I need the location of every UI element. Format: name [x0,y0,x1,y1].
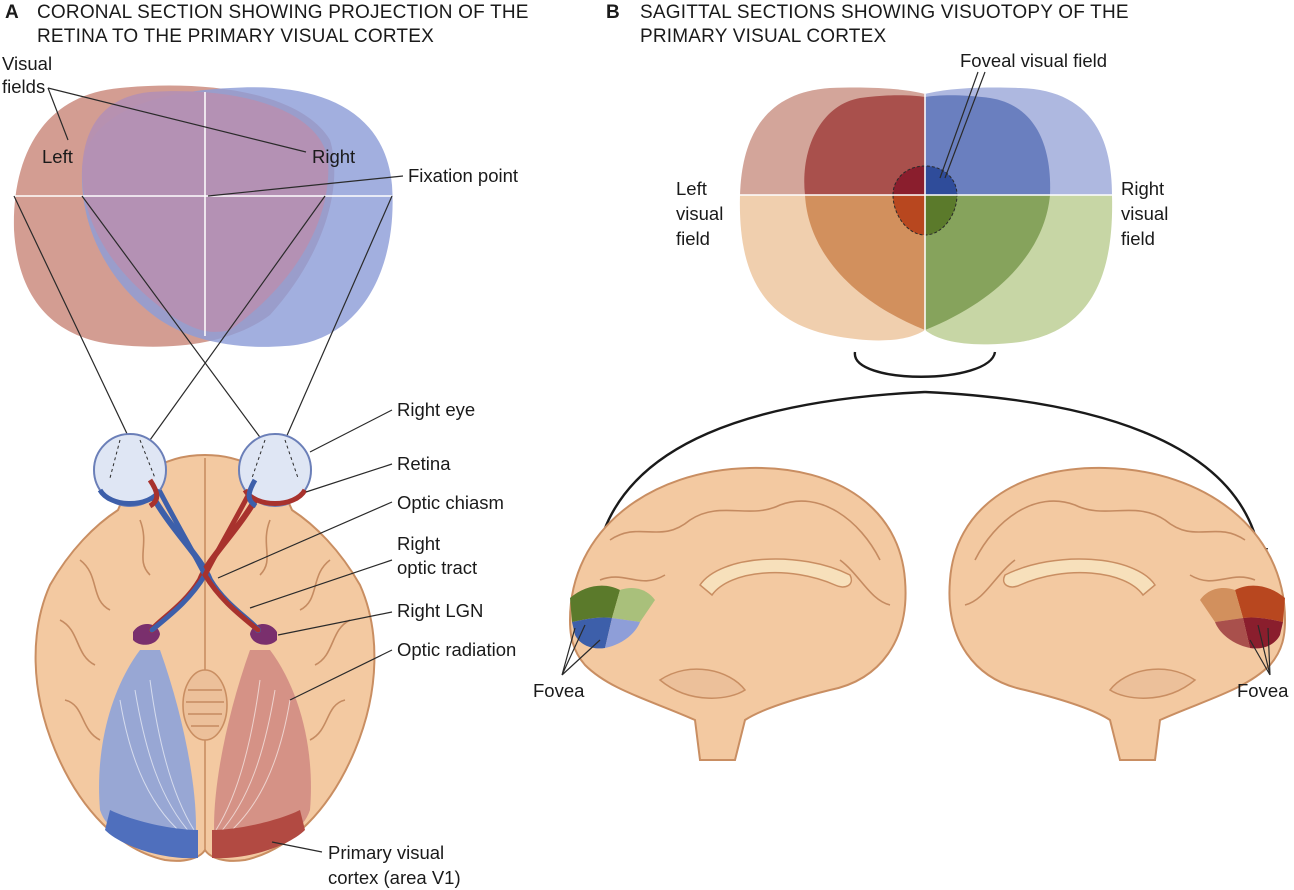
panel-a-leaders [217,409,393,853]
panel-b-letter: B [606,2,620,23]
corpus-callosum-right [1003,558,1156,597]
label-left-visual-field-line2: visual [676,203,723,224]
leader-foveal-visual-field [944,71,986,179]
sagittal-brain-left [568,466,907,761]
left-v1-shape [105,810,198,859]
label-right-eye: Right eye [397,399,475,420]
label-visual-fields-line1: Visual [2,53,52,74]
label-right-visual-field-line2: visual [1121,203,1168,224]
label-left-field: Left [42,146,73,167]
label-left-visual-field-line1: Left [676,178,707,199]
label-right-visual-field-line1: Right [1121,178,1164,199]
label-right-field: Right [312,146,355,167]
axial-brain [34,433,376,862]
label-visual-fields-line2: fields [2,76,45,97]
visuotopy-field-diagram [739,87,1113,345]
v1-left-blue [572,617,612,649]
panel-b-title-line1: SAGITTAL SECTIONS SHOWING VISUOTOPY OF T… [640,2,1129,23]
label-optic-chiasm: Optic chiasm [397,492,504,513]
leader-fixation-point [207,175,404,197]
left-lower-inner [805,195,925,330]
label-right-optic-tract-line1: Right [397,533,440,554]
v1-right-orange [1235,585,1285,622]
leader-visual-fields-left [47,87,69,141]
foveal-upper-left [893,166,925,195]
cerebellum-vermis [182,669,228,741]
projection-lines [13,195,393,441]
foveal-lower-right [925,195,957,235]
left-eye [93,433,167,509]
arrow-to-left-hemisphere [924,390,1262,556]
v1-left-lightblue [605,618,640,648]
panel-a-letter: A [5,2,19,23]
label-right-visual-field-line3: field [1121,228,1155,249]
v1-right-lightorange [1200,588,1243,622]
foveal-lower-left [893,195,925,235]
panel-b-title-line2: PRIMARY VISUAL CORTEX [640,26,886,47]
right-v1-shape [212,810,305,859]
label-optic-radiation: Optic radiation [397,639,516,660]
label-right-lgn: Right LGN [397,600,483,621]
visual-fields-diagram [13,85,393,347]
field-brace [853,351,997,378]
v1-right-red [1215,618,1250,648]
arrow-to-right-hemisphere [595,390,926,556]
label-fixation-point: Fixation point [408,165,518,186]
right-lower-inner [925,195,1050,330]
right-eye [238,433,312,509]
right-upper-inner [925,95,1051,195]
sagittal-brain-right [948,466,1287,761]
v1-left-lightgreen [612,588,655,622]
panel-a-title-line1: CORONAL SECTION SHOWING PROJECTION OF TH… [37,2,529,23]
label-fovea-left: Fovea [533,680,585,701]
v1-right-darkred [1243,617,1283,649]
label-retina: Retina [397,453,451,474]
label-left-visual-field-line3: field [676,228,710,249]
label-primary-visual-cortex-line2: cortex (area V1) [328,867,461,888]
v1-left-green [570,585,620,622]
label-foveal-visual-field: Foveal visual field [960,50,1107,71]
label-primary-visual-cortex-line1: Primary visual [328,842,444,863]
corpus-callosum-left [699,558,852,597]
label-fovea-right: Fovea [1237,680,1289,701]
left-upper-inner [804,95,925,195]
panel-a-title-line2: RETINA TO THE PRIMARY VISUAL CORTEX [37,26,434,47]
foveal-upper-right [925,166,957,195]
label-right-optic-tract-line2: optic tract [397,557,477,578]
leader-visual-fields-right [47,87,307,153]
